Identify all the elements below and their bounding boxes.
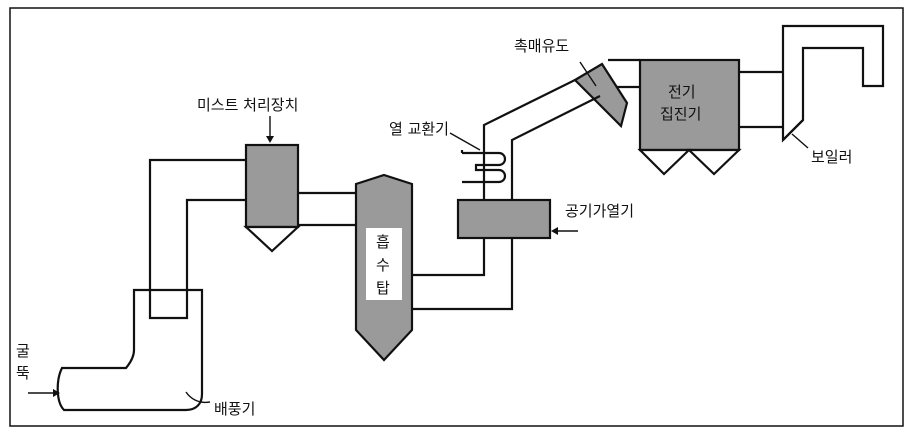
exhaust-fan-body	[56, 288, 204, 412]
esp-hopper-right	[686, 148, 742, 176]
heat-exchanger-coil	[462, 151, 507, 184]
catalyst-body	[573, 62, 629, 129]
label-heat-exchanger: 열 교환기	[389, 120, 449, 138]
arrowhead-air-inlet	[551, 227, 558, 235]
pipe-catalyst-outer	[482, 79, 576, 200]
catalyst-unit	[573, 62, 629, 129]
pipe-mist-fan	[148, 158, 246, 320]
label-air-preheater: 공기가열기	[565, 202, 634, 220]
diagram-frame	[9, 7, 904, 427]
boiler-body	[781, 24, 885, 143]
label-catalyst: 촉매유도	[514, 37, 569, 55]
exhaust-fan	[56, 288, 204, 412]
heat-exchanger	[460, 150, 507, 184]
label-boiler: 보일러	[811, 148, 852, 166]
label-exhaust-fan: 배풍기	[214, 400, 255, 418]
electrostatic-precipitator	[637, 58, 742, 176]
pipe-catalyst-inner	[510, 95, 601, 200]
mist-treatment-unit	[243, 143, 301, 253]
arrow-catalyst-label	[579, 61, 597, 87]
label-absorber-3: 탑	[376, 279, 390, 297]
label-chimney-2: 뚝	[16, 364, 30, 382]
mist-unit-body	[244, 143, 300, 229]
air-preheater	[456, 198, 552, 240]
label-chimney-1: 굴	[16, 342, 30, 360]
mist-unit-hopper	[243, 225, 301, 253]
arrowhead-chimney	[53, 389, 60, 397]
absorber-tower	[354, 173, 414, 362]
label-esp-line2: 집진기	[660, 105, 701, 123]
arrows	[28, 61, 809, 404]
label-absorber-1: 흡	[376, 233, 390, 251]
boiler-unit	[781, 24, 885, 143]
boiler-hopper	[782, 119, 804, 141]
arrow-fan-label	[185, 391, 211, 404]
arrow-heat-exchanger	[449, 132, 481, 151]
absorber-label-bg	[366, 228, 402, 300]
arrowhead-mist	[266, 136, 274, 143]
label-esp-line1: 전기	[668, 83, 696, 101]
pipe-preheater-absorber-bottom	[412, 238, 514, 311]
pipe-preheater-absorber-top	[412, 238, 486, 277]
esp-body	[638, 58, 741, 152]
air-preheater-body	[456, 198, 552, 240]
esp-hopper-left	[637, 148, 692, 176]
arrow-boiler-label	[791, 133, 809, 149]
label-absorber-2: 수	[376, 256, 390, 274]
label-mist-unit: 미스트 처리장치	[197, 96, 298, 114]
